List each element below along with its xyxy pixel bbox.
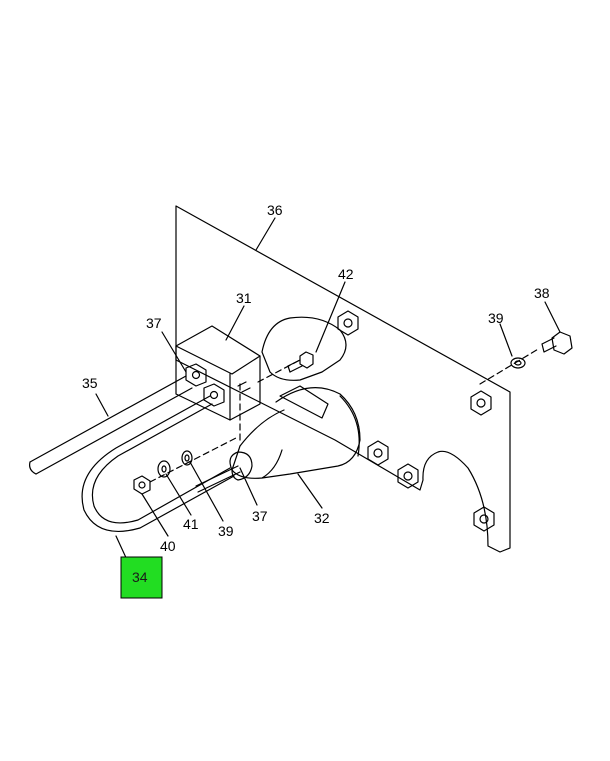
stud-centerline [149, 437, 237, 483]
washer-41 [157, 460, 171, 478]
callout-36: 36 [267, 202, 283, 218]
right-centerline [479, 347, 541, 385]
plate-nut-lower [397, 463, 419, 489]
plate-nut-bottom [473, 506, 495, 532]
washer-39-right [510, 357, 526, 369]
highlight-box-34[interactable] [120, 556, 163, 599]
plate-nut-mid [367, 440, 389, 466]
fitting-upper [185, 363, 207, 387]
callout-32: 32 [314, 510, 330, 526]
junction-box [175, 325, 261, 421]
bolt-42-centerline [257, 359, 301, 383]
grommet-outline [261, 316, 347, 381]
nut-40 [133, 475, 151, 495]
callout-34[interactable]: 34 [132, 569, 148, 585]
callout-37-top: 37 [146, 315, 162, 331]
u-tube [81, 395, 235, 532]
bolt-38 [541, 331, 573, 355]
callout-41: 41 [183, 516, 199, 532]
fitting-lower [203, 383, 225, 407]
callout-38: 38 [534, 285, 550, 301]
callout-39-right: 39 [488, 310, 504, 326]
callout-37-bottom: 37 [252, 508, 268, 524]
mounting-plate [175, 205, 511, 553]
callout-31: 31 [236, 290, 252, 306]
leader-lines [95, 217, 561, 563]
callout-35: 35 [82, 375, 98, 391]
washer-39-left [181, 450, 193, 466]
bolt-42 [287, 351, 314, 373]
callout-39-left: 39 [218, 523, 234, 539]
harness-cable [29, 375, 193, 475]
plate-nut-right [470, 390, 492, 416]
callout-40: 40 [160, 538, 176, 554]
connector-housing [231, 385, 361, 479]
callout-42: 42 [338, 266, 354, 282]
